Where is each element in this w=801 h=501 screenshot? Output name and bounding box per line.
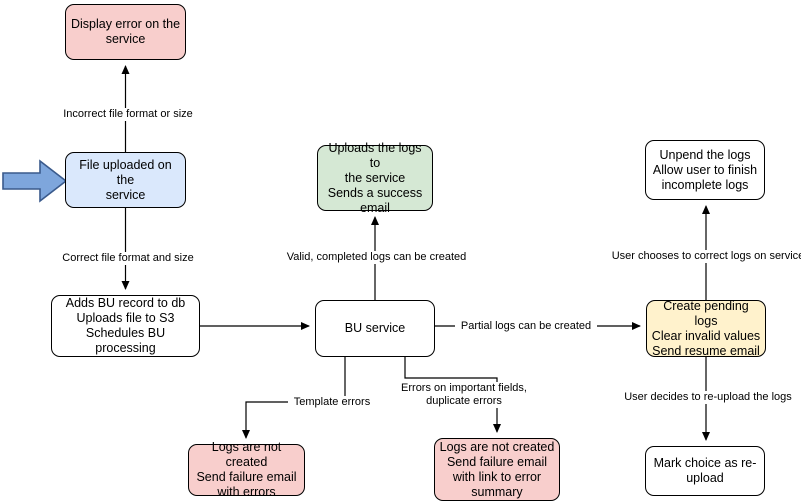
- edge-label-partial-logs: Partial logs can be created: [455, 320, 597, 333]
- edge-label-correct-file-format: Correct file format and size: [55, 252, 201, 265]
- node-bu-service[interactable]: BU service: [315, 300, 435, 357]
- node-create-pending-logs[interactable]: Create pending logs Clear invalid values…: [646, 299, 766, 358]
- node-logs-not-created-error-summary[interactable]: Logs are not created Send failure email …: [434, 438, 560, 501]
- node-logs-not-created-template[interactable]: Logs are not created Send failure email …: [188, 440, 305, 499]
- node-adds-bu-record[interactable]: Adds BU record to db Uploads file to S3 …: [51, 295, 200, 357]
- edge-label-errors-important-fields: Errors on important fields, duplicate er…: [392, 382, 536, 408]
- node-mark-choice-reupload[interactable]: Mark choice as re- upload: [645, 446, 765, 496]
- node-uploads-logs-success[interactable]: Uploads the logs to the service Sends a …: [317, 141, 433, 215]
- edge-label-incorrect-file-format: Incorrect file format or size: [55, 108, 201, 121]
- edge-label-user-chooses-correct: User chooses to correct logs on service: [607, 250, 801, 263]
- edge-label-user-decides-reupload: User decides to re-upload the logs: [617, 391, 799, 404]
- node-file-uploaded-on-service[interactable]: File uploaded on the service: [65, 152, 186, 208]
- node-unpend-logs[interactable]: Unpend the logs Allow user to finish inc…: [645, 140, 765, 200]
- edge-label-valid-completed-logs: Valid, completed logs can be created: [282, 251, 471, 264]
- input-block-arrow: [2, 158, 68, 204]
- node-display-error[interactable]: Display error on the service: [65, 4, 186, 60]
- edge-label-template-errors: Template errors: [288, 396, 376, 409]
